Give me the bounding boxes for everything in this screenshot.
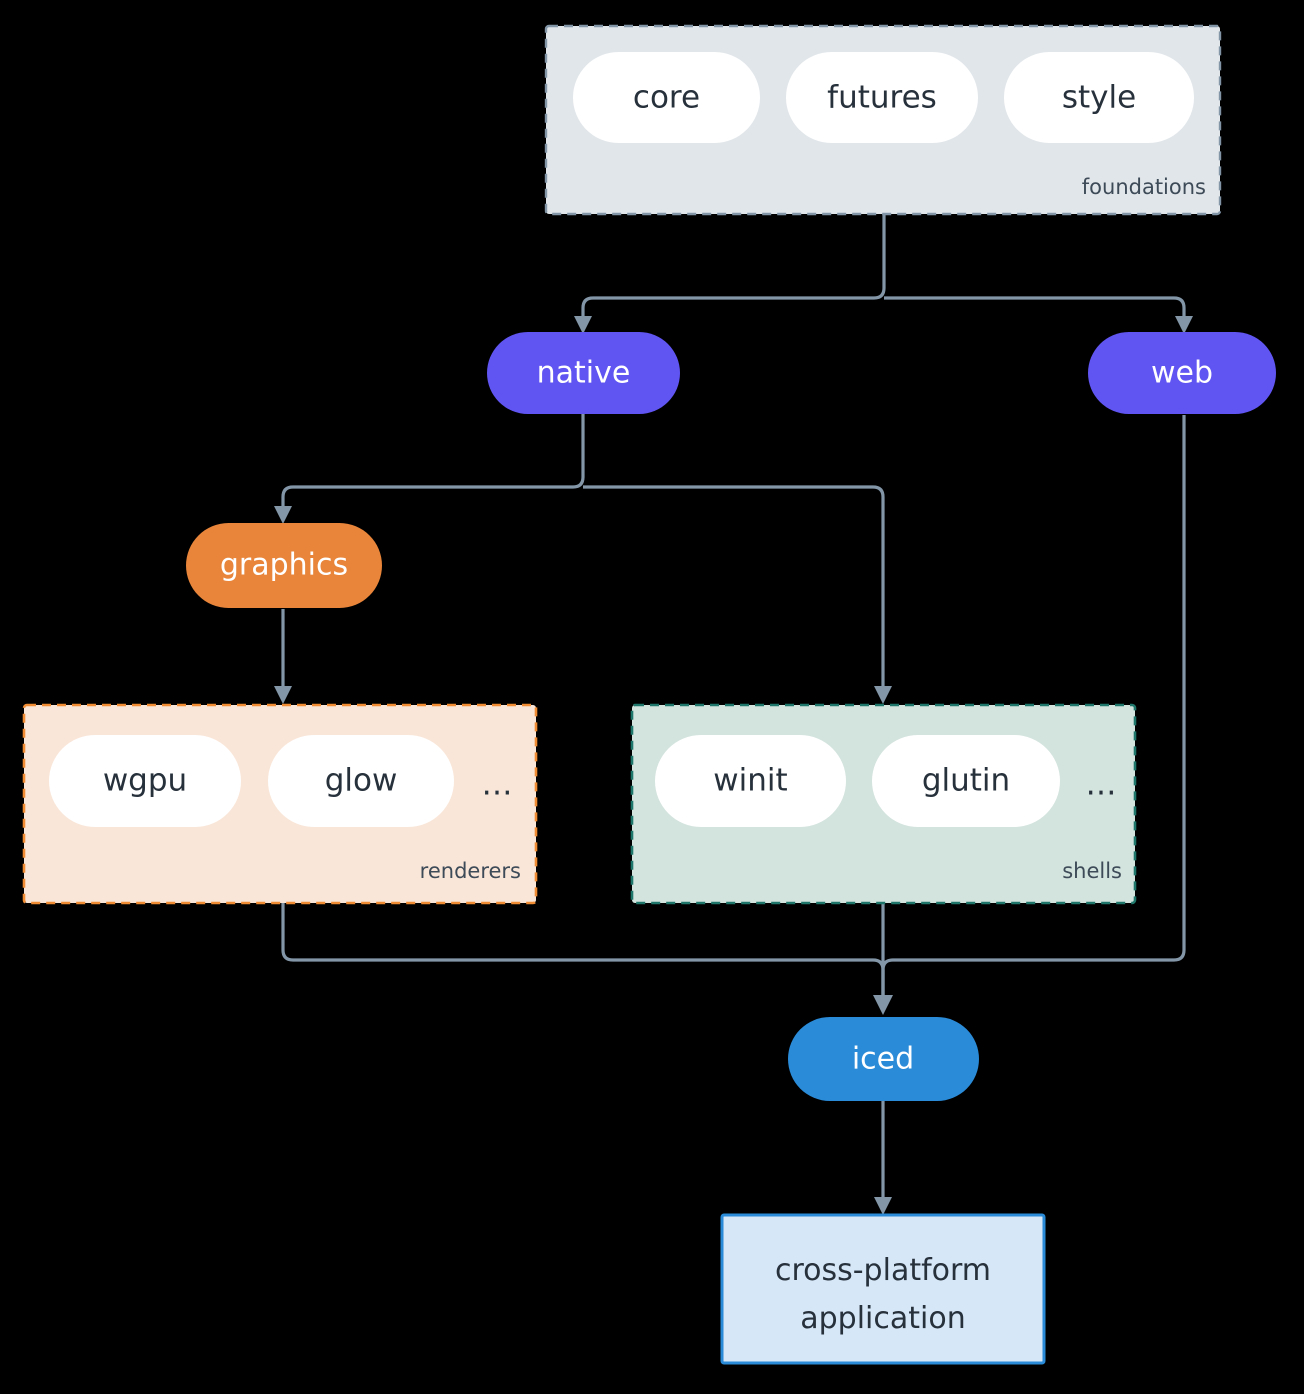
edge-native-split	[281, 413, 585, 512]
pill-glow-label: glow	[325, 763, 398, 799]
edge-foundations-split	[581, 214, 886, 322]
group-label-foundations: foundations	[1082, 175, 1206, 199]
arrowhead-graphics-renderers	[274, 686, 292, 704]
pill-winit-label: winit	[713, 763, 787, 799]
arrowhead-native-graphics	[274, 506, 292, 524]
group-foundations: core futures style foundations	[544, 24, 1222, 216]
pill-winit-shape	[655, 735, 846, 827]
pill-style-label: style	[1062, 80, 1136, 116]
node-native[interactable]: native	[487, 332, 680, 414]
group-shells: winit glutin … shells	[630, 703, 1137, 905]
pill-wgpu-shape	[49, 735, 241, 827]
pill-style-shape	[1004, 52, 1194, 143]
node-iced-label: iced	[852, 1042, 914, 1077]
pill-glutin-label: glutin	[922, 763, 1010, 799]
arrowhead-native-shells	[874, 686, 892, 704]
group-renderers: wgpu glow … renderers	[22, 703, 538, 905]
edge-layer	[274, 214, 1193, 1215]
node-web-label: web	[1151, 356, 1213, 391]
pill-wgpu-label: wgpu	[103, 763, 187, 799]
pill-glutin-shape	[872, 735, 1060, 827]
arrowhead-foundations-web	[1175, 316, 1193, 334]
pill-core-label: core	[633, 80, 700, 116]
renderers-ellipsis: …	[482, 767, 513, 803]
pill-glow[interactable]: glow	[268, 735, 454, 827]
application-box-shape	[720, 1213, 1046, 1365]
arrowhead-iced-application	[874, 1197, 892, 1215]
edge-foundations-web	[884, 296, 1186, 322]
shells-ellipsis: …	[1086, 767, 1117, 803]
group-label-shells: shells	[1062, 859, 1122, 883]
pill-glow-shape	[268, 735, 454, 827]
pill-futures[interactable]: futures	[786, 52, 978, 143]
node-native-shape	[487, 332, 680, 414]
pill-core[interactable]: core	[573, 52, 760, 143]
node-graphics[interactable]: graphics	[186, 523, 382, 608]
pill-futures-shape	[786, 52, 978, 143]
pill-style[interactable]: style	[1004, 52, 1194, 143]
node-iced[interactable]: iced	[788, 1017, 979, 1101]
pill-core-shape	[573, 52, 760, 143]
arrowhead-merge-iced	[873, 995, 893, 1015]
pill-futures-label: futures	[827, 80, 937, 116]
node-application[interactable]: cross-platform application	[720, 1213, 1046, 1365]
pill-wgpu[interactable]: wgpu	[49, 735, 241, 827]
node-graphics-shape	[186, 523, 382, 608]
application-label-line1: cross-platform	[775, 1253, 991, 1288]
group-label-renderers: renderers	[420, 859, 521, 883]
pill-glutin[interactable]: glutin	[872, 735, 1060, 827]
node-web[interactable]: web	[1088, 332, 1276, 414]
edge-renderers-iced	[281, 903, 885, 1000]
node-web-shape	[1088, 332, 1276, 414]
node-iced-shape	[788, 1017, 979, 1101]
arrowhead-foundations-native	[574, 316, 592, 334]
application-label-line2: application	[800, 1301, 965, 1336]
node-graphics-label: graphics	[220, 548, 348, 583]
pill-winit[interactable]: winit	[655, 735, 846, 827]
node-native-label: native	[537, 356, 631, 391]
edge-native-shells	[583, 485, 885, 692]
